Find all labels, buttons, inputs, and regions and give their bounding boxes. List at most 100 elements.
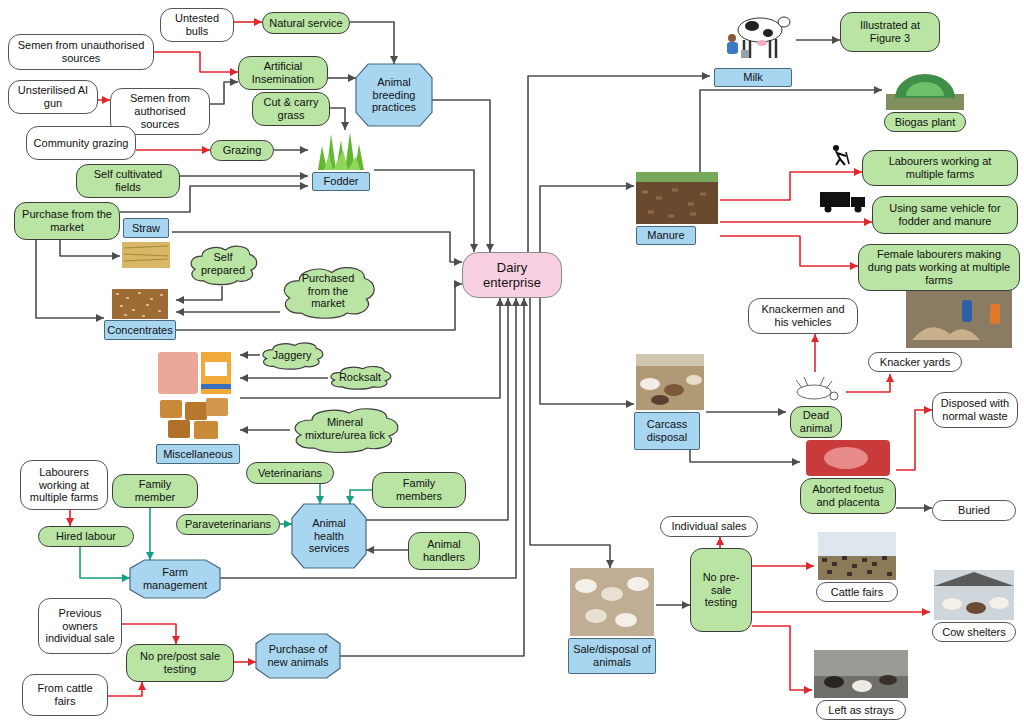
connector-arrow — [240, 354, 260, 356]
source-box: Unsterilised AI gun — [8, 80, 98, 114]
node-text: Community grazing — [34, 137, 129, 150]
node-text: Disposed with normal waste — [939, 397, 1011, 423]
carcass-disposal-picture — [636, 354, 704, 410]
node-text: From cattle fairs — [29, 682, 101, 708]
truck-wheel — [825, 206, 832, 213]
connector-arrow — [540, 298, 634, 404]
source-box: Buried — [932, 500, 1016, 521]
source-box: Untested bulls — [160, 8, 234, 42]
node-text: Aborted foetus and placenta — [804, 483, 892, 509]
node-text: Purchase of new animals — [266, 643, 330, 669]
node-text: Fodder — [324, 175, 359, 188]
node-text: Dead animal — [794, 409, 838, 435]
input-cloud: Jaggery — [260, 340, 324, 370]
connector-arrow — [108, 682, 142, 696]
miscellaneous-picture — [158, 352, 231, 439]
connector-arrow — [540, 186, 634, 252]
fair-ground — [818, 556, 896, 580]
cow-head — [778, 17, 790, 27]
node-text: Unsterilised AI gun — [15, 84, 91, 110]
picture-node: Sale/disposal of animals — [568, 568, 656, 674]
node-text: Mineral mixture/urea lick — [300, 416, 390, 442]
manure-heap — [636, 172, 718, 224]
grass-blades — [324, 150, 360, 170]
connector-arrow — [896, 410, 932, 470]
picture-node: Cow shelters — [930, 570, 1018, 642]
node-text: Animal breeding practices — [366, 76, 422, 115]
connector-arrow — [240, 377, 328, 379]
picture-node: Fodder — [308, 130, 374, 191]
knacker-yard-picture — [906, 290, 1012, 348]
node-text: Self cultivated fields — [83, 168, 173, 194]
cow-patch — [763, 29, 773, 37]
connector-arrow — [210, 82, 238, 104]
label-box: Carcass disposal — [634, 412, 700, 450]
cloud-outline — [263, 343, 323, 369]
practice-box: Self cultivated fields — [76, 164, 180, 198]
node-text: Grazing — [223, 144, 262, 157]
label-box: Cow shelters — [932, 622, 1016, 642]
jaggery-cube — [206, 398, 228, 416]
connector-arrow — [752, 565, 814, 567]
practice-box: Cut & carry grass — [252, 92, 330, 126]
picture-node: Miscellaneous — [156, 348, 240, 466]
cow-patch — [745, 21, 759, 31]
carcass-head — [830, 392, 838, 400]
input-cloud: Purchased from the market — [280, 262, 376, 320]
connector-arrow — [720, 221, 872, 223]
yard-carcass-pile — [912, 327, 980, 340]
node-text: Semen from authorised sources — [117, 92, 203, 131]
shelter-roof — [934, 572, 1014, 586]
road-scene — [814, 650, 908, 698]
label-box: Knacker yards — [868, 352, 962, 372]
label-box: Milk — [714, 68, 792, 87]
connector-arrow — [528, 76, 710, 252]
connector-arrow — [176, 286, 222, 300]
grass-blades — [318, 132, 364, 170]
practice-box: Paraveterinarians — [176, 514, 280, 535]
cattle — [575, 579, 597, 593]
connector-arrow — [896, 507, 932, 509]
biogas-picture — [886, 74, 964, 110]
picture-node: Straw — [120, 218, 172, 270]
connector-arrow — [60, 240, 120, 256]
practice-box: Purchase from the market — [14, 202, 120, 240]
source-box: From cattle fairs — [22, 674, 108, 716]
cattle — [686, 375, 702, 385]
connector-arrow — [80, 547, 130, 578]
practice-box: Hired labour — [38, 526, 134, 547]
connector-arrow — [319, 484, 321, 504]
cloud-outline — [295, 409, 398, 453]
cattle — [824, 676, 844, 688]
connector-arrow — [69, 510, 71, 526]
node-text: Manure — [647, 229, 684, 242]
input-cloud: Self prepared — [188, 242, 258, 286]
practice-box: Veterinarians — [246, 462, 334, 484]
picture-node: Cattle fairs — [814, 532, 900, 602]
truck-icon — [820, 192, 865, 213]
connector-arrow — [530, 298, 610, 568]
cattle-fair-picture — [818, 532, 896, 580]
source-box: Labourers working at multiple farms — [20, 460, 108, 510]
concentrate-heap — [112, 289, 168, 319]
stray-cattle-picture — [814, 650, 908, 698]
node-text: Labourers working at multiple farms — [27, 466, 101, 505]
node-text: Using same vehicle for fodder and manure — [879, 202, 1011, 228]
node-text: Artificial Insemination — [245, 60, 321, 86]
source-box: Previous owners individual sale — [38, 598, 122, 654]
category-octagon: Farm management — [130, 560, 220, 598]
rocksalt-block — [158, 352, 198, 394]
octagon-outline — [356, 64, 432, 126]
connector-arrow — [366, 298, 508, 520]
input-cloud: Mineral mixture/urea lick — [290, 404, 400, 454]
cattle — [664, 384, 684, 396]
connector-arrow — [234, 21, 262, 23]
connector-arrow — [98, 99, 110, 101]
octagon-outline — [256, 634, 340, 678]
practice-box: No pre-sale testing — [690, 548, 752, 632]
connector-arrow — [366, 549, 408, 551]
practice-box: Using same vehicle for fodder and manure — [872, 196, 1018, 234]
biogas-dome — [895, 74, 955, 98]
picture-node: Manure — [634, 172, 720, 245]
worker-figure — [962, 300, 972, 322]
